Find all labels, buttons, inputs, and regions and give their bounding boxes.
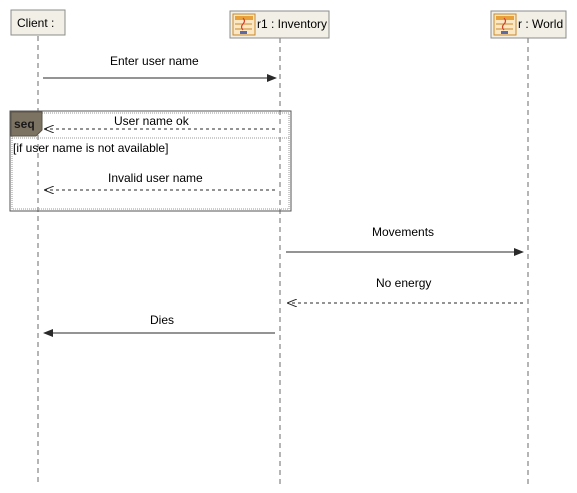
- message-label: Movements: [372, 225, 434, 239]
- message-label: Dies: [150, 313, 174, 327]
- fragment-inner-border: [11, 112, 290, 210]
- message-user-name-ok[interactable]: User name ok: [44, 114, 275, 129]
- message-no-energy[interactable]: No energy: [287, 276, 523, 303]
- message-invalid-user-name[interactable]: Invalid user name: [44, 171, 275, 190]
- lifeline-head-world[interactable]: r : World: [490, 10, 567, 39]
- lifeline-head-inventory[interactable]: r1 : Inventory: [229, 10, 330, 39]
- message-enter-user-name[interactable]: Enter user name: [43, 54, 277, 82]
- java-class-icon: [232, 13, 256, 36]
- lifeline-head-client[interactable]: Client :: [10, 9, 66, 36]
- message-label: Enter user name: [110, 54, 199, 68]
- combined-fragment-seq[interactable]: seq [if user name is not available]: [9, 110, 292, 212]
- fragment-operator-label: seq: [14, 117, 35, 131]
- message-movements[interactable]: Movements: [286, 225, 524, 256]
- message-label: Invalid user name: [108, 171, 203, 185]
- lifeline-label-client: Client :: [17, 16, 54, 30]
- lifeline-label-inventory: r1 : Inventory: [257, 17, 327, 31]
- message-label: No energy: [376, 276, 431, 290]
- message-label: User name ok: [114, 114, 190, 128]
- java-class-icon: [493, 13, 517, 36]
- message-dies[interactable]: Dies: [43, 313, 275, 337]
- fragment-guard: [if user name is not available]: [13, 141, 168, 155]
- lifeline-label-world: r : World: [518, 17, 563, 31]
- fragment-operator-tag: [10, 111, 43, 137]
